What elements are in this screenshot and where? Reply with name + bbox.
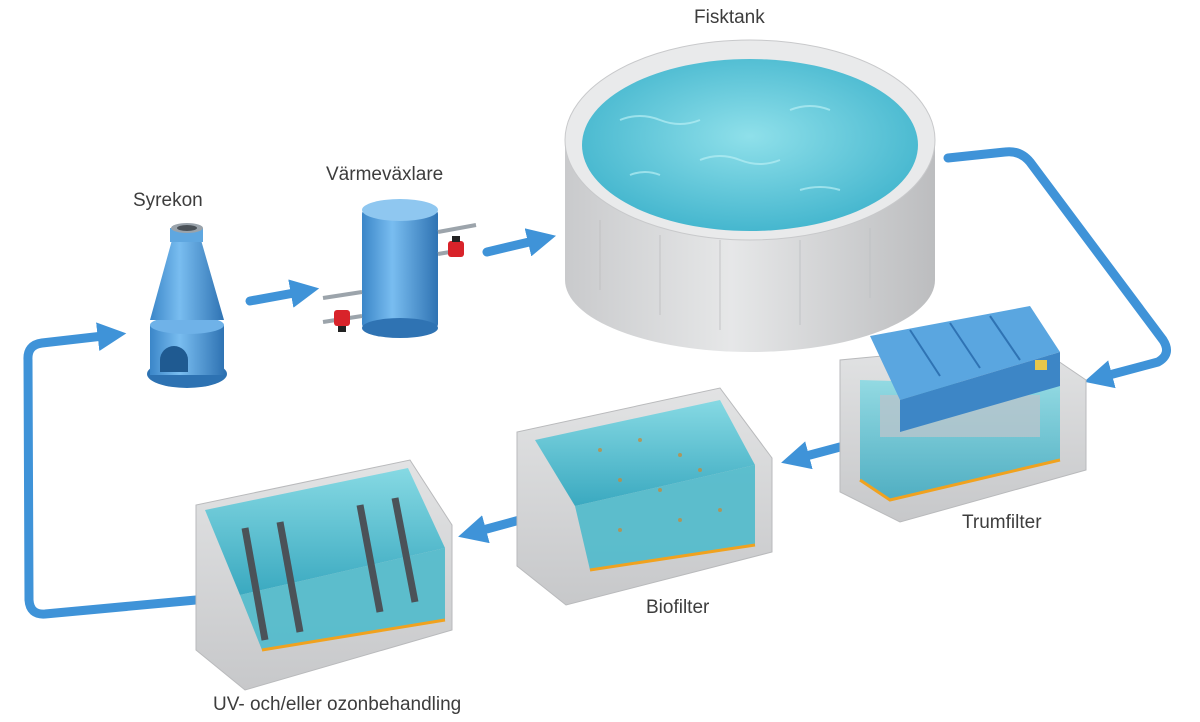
trumfilter-unit: [839, 306, 1087, 523]
label-trumfilter: Trumfilter: [962, 512, 1042, 533]
uv-ozon-basin: [195, 459, 453, 691]
flow-arrow-syrekon-to-varme: [245, 279, 320, 308]
label-fisktank: Fisktank: [694, 7, 765, 28]
fisktank-water: [582, 59, 918, 231]
cone-icon: [147, 223, 227, 388]
fisktank-tank: [564, 39, 936, 352]
flow-arrow-return-loop: [23, 322, 201, 619]
label-biofilter: Biofilter: [646, 597, 710, 618]
flow-arrow-fisktank-to-trumfilter: [943, 147, 1171, 389]
valve-icon: [334, 236, 464, 332]
biofilter-basin: [516, 387, 773, 606]
flow-arrow-trumfilter-to-biofilter: [781, 441, 845, 470]
tank-icon: [322, 199, 477, 338]
label-syrekon: Syrekon: [133, 190, 203, 211]
flow-arrow-varme-to-fisktank: [482, 228, 557, 257]
label-uv-ozon: UV- och/eller ozonbehandling: [213, 694, 462, 715]
label-varmevaxlare: Värmeväxlare: [326, 164, 444, 185]
